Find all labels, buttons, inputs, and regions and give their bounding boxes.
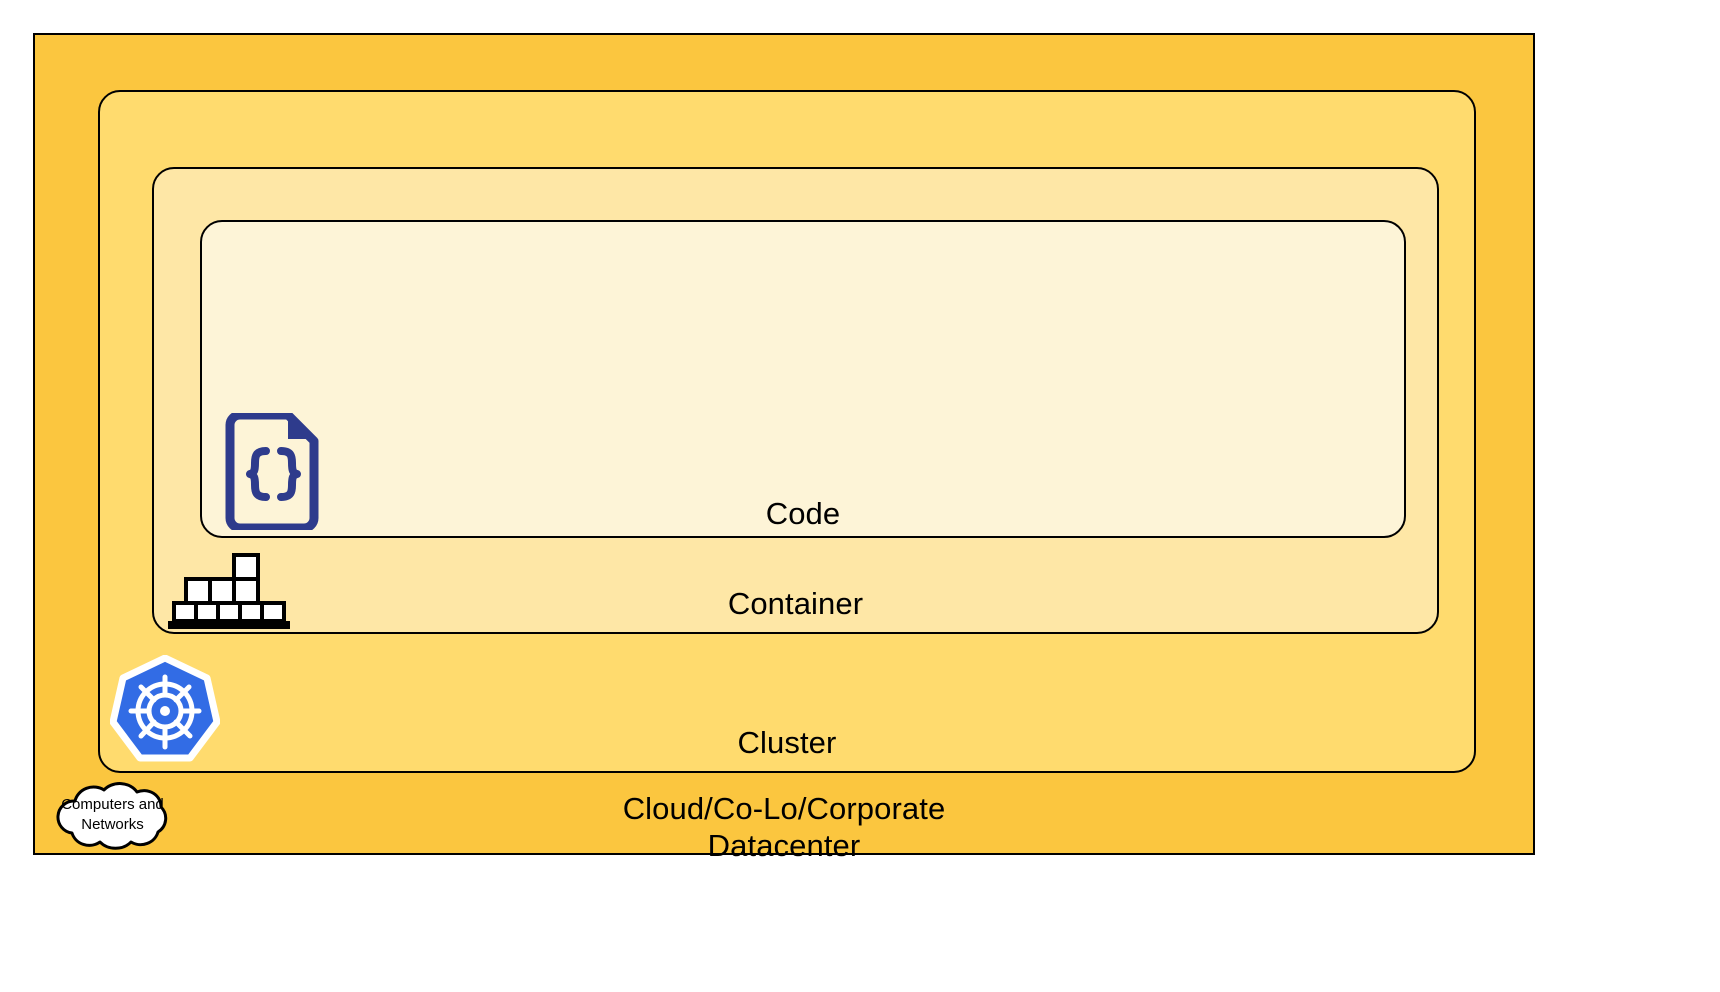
layer-label-code: Code <box>765 496 841 531</box>
layer-label-datacenter: Cloud/Co-Lo/Corporate Datacenter <box>622 791 946 863</box>
cloud-callout: Computers and Networks <box>35 775 190 863</box>
container-stack-icon <box>168 553 290 629</box>
layer-label-cluster: Cluster <box>737 725 837 760</box>
code-document-icon <box>220 410 324 533</box>
kubernetes-icon <box>109 654 221 765</box>
layer-label-container: Container <box>727 586 864 621</box>
layer-code <box>200 220 1406 538</box>
